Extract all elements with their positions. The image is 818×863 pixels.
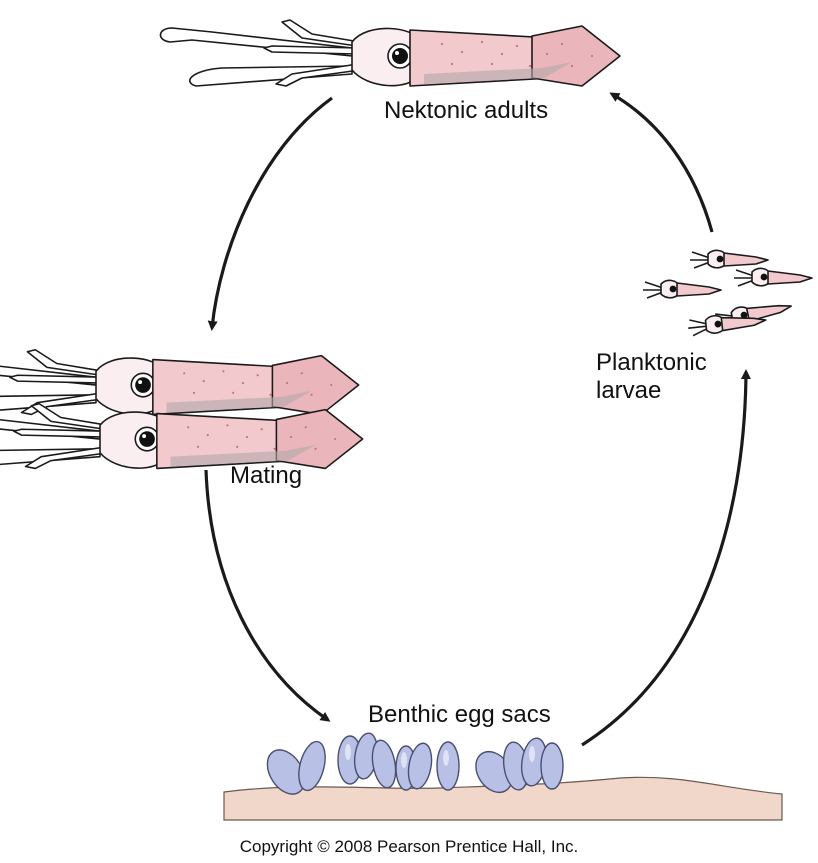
label-planktonic-line1: Planktonic <box>596 349 707 376</box>
arrow-larvae-to-adults <box>609 92 714 233</box>
arrow-mating-to-eggs <box>204 469 331 722</box>
arrow-eggs-to-larvae <box>581 369 751 747</box>
nektonic-adult-squid <box>159 19 621 87</box>
benthic-egg-sacs-cluster <box>266 732 564 795</box>
mating-squid-upper <box>0 348 360 416</box>
label-mating: Mating <box>230 462 302 489</box>
seafloor <box>223 776 783 821</box>
arrow-adults-to-mating <box>207 96 333 331</box>
copyright-notice: Copyright © 2008 Pearson Prentice Hall, … <box>240 837 579 856</box>
planktonic-larvae-group <box>642 249 813 337</box>
label-planktonic-line2: larvae <box>596 377 661 404</box>
label-nektonic-adults: Nektonic adults <box>384 97 548 124</box>
label-benthic-egg-sacs: Benthic egg sacs <box>368 701 551 728</box>
